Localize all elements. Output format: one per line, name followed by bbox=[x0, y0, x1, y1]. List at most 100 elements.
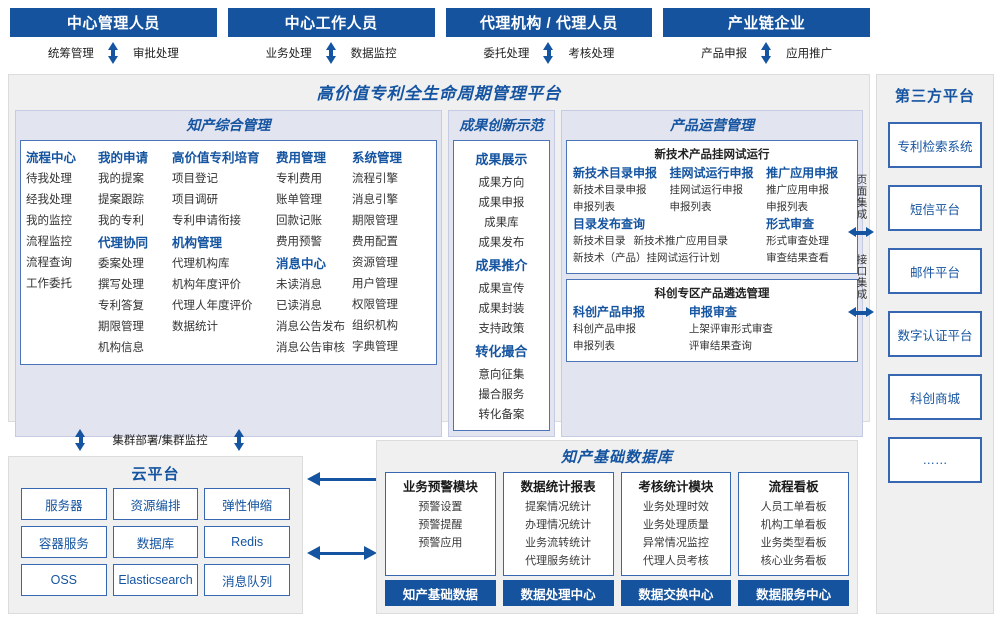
menu-group-header[interactable]: 科创产品申报 bbox=[573, 305, 646, 319]
role-title-2[interactable]: 代理机构 / 代理人员 bbox=[445, 8, 653, 37]
third-party-item-5[interactable]: …… bbox=[888, 437, 982, 483]
menu-item[interactable]: 评审结果查询 bbox=[688, 340, 752, 352]
cloud-cell-2[interactable]: 弹性伸缩 bbox=[204, 488, 290, 520]
menu-item[interactable]: 权限管理 bbox=[352, 299, 398, 311]
menu-item[interactable]: 字典管理 bbox=[352, 341, 398, 353]
menu-item[interactable]: 专利费用 bbox=[276, 173, 322, 185]
menu-item[interactable]: 工作委托 bbox=[26, 278, 72, 290]
menu-item[interactable]: 用户管理 bbox=[352, 278, 398, 290]
menu-item[interactable]: 撮合服务 bbox=[478, 389, 525, 401]
third-party-item-1[interactable]: 短信平台 bbox=[888, 185, 982, 231]
menu-item[interactable]: 流程引擎 bbox=[352, 173, 398, 185]
menu-item[interactable]: 新技术推广应用目录 bbox=[633, 235, 729, 247]
database-item[interactable]: 核心业务看板 bbox=[760, 555, 827, 567]
third-party-item-0[interactable]: 专利检索系统 bbox=[888, 122, 982, 168]
menu-item[interactable]: 消息公告发布 bbox=[276, 321, 345, 333]
menu-item[interactable]: 组织机构 bbox=[352, 320, 398, 332]
menu-item[interactable]: 成果申报 bbox=[478, 197, 525, 209]
menu-item[interactable]: 上架评审形式审查 bbox=[688, 323, 773, 335]
database-footer-2[interactable]: 数据交换中心 bbox=[620, 580, 732, 606]
menu-item[interactable]: 成果封装 bbox=[478, 303, 525, 315]
database-footer-1[interactable]: 数据处理中心 bbox=[502, 580, 614, 606]
menu-item[interactable]: 我的提案 bbox=[98, 173, 144, 185]
menu-item[interactable]: 资源管理 bbox=[352, 257, 398, 269]
menu-item[interactable]: 我的专利 bbox=[98, 215, 144, 227]
database-item[interactable]: 提案情况统计 bbox=[525, 501, 592, 513]
role-title-0[interactable]: 中心管理人员 bbox=[10, 8, 217, 37]
menu-item[interactable]: 申报列表 bbox=[573, 340, 615, 352]
menu-group-header[interactable]: 目录发布查询 bbox=[573, 217, 646, 231]
menu-item[interactable]: 流程监控 bbox=[26, 236, 72, 248]
role-title-3[interactable]: 产业链企业 bbox=[663, 8, 870, 37]
menu-item[interactable]: 申报列表 bbox=[573, 201, 615, 213]
menu-group-header[interactable]: 流程中心 bbox=[26, 151, 77, 165]
database-item[interactable]: 机构工单看板 bbox=[760, 519, 827, 531]
menu-item[interactable]: 委案处理 bbox=[98, 258, 144, 270]
menu-item[interactable]: 期限管理 bbox=[352, 215, 398, 227]
menu-item[interactable]: 成果方向 bbox=[478, 177, 525, 189]
menu-item[interactable]: 项目调研 bbox=[172, 194, 218, 206]
database-item[interactable]: 业务处理时效 bbox=[642, 501, 709, 513]
database-footer-0[interactable]: 知产基础数据 bbox=[385, 580, 496, 606]
cloud-cell-3[interactable]: 容器服务 bbox=[21, 526, 107, 558]
menu-item[interactable]: 形式审查处理 bbox=[766, 235, 830, 247]
menu-item[interactable]: 挂网试运行申报 bbox=[669, 184, 744, 196]
menu-item[interactable]: 机构年度评价 bbox=[172, 279, 241, 291]
menu-group-header[interactable]: 机构管理 bbox=[172, 236, 223, 250]
menu-item[interactable]: 转化备案 bbox=[478, 409, 525, 421]
menu-item[interactable]: 已读消息 bbox=[276, 300, 322, 312]
menu-group-header[interactable]: 挂网试运行申报 bbox=[669, 166, 754, 180]
cloud-cell-6[interactable]: OSS bbox=[21, 564, 107, 596]
menu-item[interactable]: 待我处理 bbox=[26, 173, 72, 185]
menu-item[interactable]: 费用配置 bbox=[352, 236, 398, 248]
menu-item[interactable]: 审查结果查看 bbox=[766, 252, 830, 264]
menu-item[interactable]: 账单管理 bbox=[276, 194, 322, 206]
cloud-cell-5[interactable]: Redis bbox=[204, 526, 290, 558]
menu-item[interactable]: 提案跟踪 bbox=[98, 194, 144, 206]
database-item[interactable]: 代理人员考核 bbox=[642, 555, 709, 567]
third-party-item-2[interactable]: 邮件平台 bbox=[888, 248, 982, 294]
cloud-cell-0[interactable]: 服务器 bbox=[21, 488, 107, 520]
menu-item[interactable]: 撰写处理 bbox=[98, 279, 144, 291]
third-party-item-4[interactable]: 科创商城 bbox=[888, 374, 982, 420]
database-item[interactable]: 业务处理质量 bbox=[642, 519, 709, 531]
database-footer-3[interactable]: 数据服务中心 bbox=[738, 580, 849, 606]
menu-group-header[interactable]: 费用管理 bbox=[276, 151, 327, 165]
database-item[interactable]: 办理情况统计 bbox=[525, 519, 592, 531]
menu-item[interactable]: 回款记账 bbox=[276, 215, 322, 227]
menu-item[interactable]: 流程查询 bbox=[26, 257, 72, 269]
menu-group-header[interactable]: 代理协同 bbox=[98, 236, 149, 250]
menu-item[interactable]: 成果发布 bbox=[478, 237, 525, 249]
menu-group-header[interactable]: 形式审查 bbox=[766, 217, 815, 231]
menu-item[interactable]: 成果库 bbox=[484, 217, 519, 229]
database-item[interactable]: 预警应用 bbox=[418, 537, 463, 549]
menu-item[interactable]: 专利答复 bbox=[98, 300, 144, 312]
cloud-cell-1[interactable]: 资源编排 bbox=[112, 488, 199, 520]
menu-item[interactable]: 成果宣传 bbox=[478, 283, 525, 295]
menu-item[interactable]: 申报列表 bbox=[669, 201, 712, 213]
menu-item[interactable]: 代理机构库 bbox=[172, 258, 230, 270]
cloud-cell-8[interactable]: 消息队列 bbox=[204, 564, 290, 596]
database-item[interactable]: 人员工单看板 bbox=[760, 501, 827, 513]
menu-item[interactable]: 专利申请衔接 bbox=[172, 215, 241, 227]
menu-item[interactable]: 新技术（产品）挂网试运行计划 bbox=[573, 252, 720, 264]
menu-item[interactable]: 消息引擎 bbox=[352, 194, 398, 206]
menu-item[interactable]: 推广应用申报 bbox=[766, 184, 830, 196]
menu-item[interactable]: 申报列表 bbox=[766, 201, 809, 213]
menu-item[interactable]: 费用预警 bbox=[276, 236, 322, 248]
menu-item[interactable]: 科创产品申报 bbox=[573, 323, 636, 335]
menu-item[interactable]: 我的监控 bbox=[26, 215, 72, 227]
menu-item[interactable]: 期限管理 bbox=[98, 321, 144, 333]
menu-group-header[interactable]: 系统管理 bbox=[352, 151, 403, 165]
menu-group-header[interactable]: 成果展示 bbox=[475, 152, 528, 167]
menu-item[interactable]: 未读消息 bbox=[276, 279, 322, 291]
menu-group-header[interactable]: 转化撮合 bbox=[475, 344, 528, 359]
third-party-item-3[interactable]: 数字认证平台 bbox=[888, 311, 982, 357]
menu-group-header[interactable]: 我的申请 bbox=[98, 151, 149, 165]
menu-group-header[interactable]: 成果推介 bbox=[475, 258, 528, 273]
menu-group-header[interactable]: 新技术目录申报 bbox=[573, 166, 658, 180]
menu-item[interactable]: 消息公告审核 bbox=[276, 342, 345, 354]
menu-group-header[interactable]: 推广应用申报 bbox=[766, 166, 839, 180]
menu-group-header[interactable]: 高价值专利培育 bbox=[172, 151, 260, 165]
database-item[interactable]: 业务流转统计 bbox=[525, 537, 592, 549]
